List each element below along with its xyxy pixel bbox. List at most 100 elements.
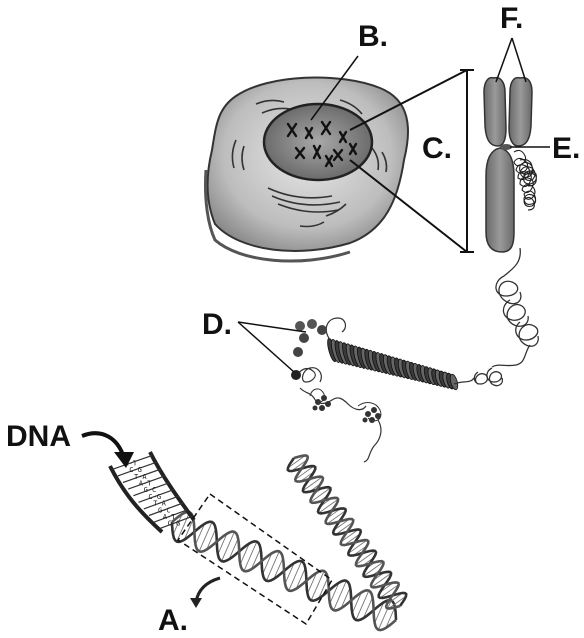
label-dna: DNA (6, 420, 71, 453)
base-pair-rung (133, 482, 171, 497)
helix-rung (195, 523, 205, 545)
zoom-lines (349, 69, 474, 253)
base-pair-rung (117, 461, 157, 477)
helix-rung (239, 543, 250, 565)
helix-rung (288, 561, 303, 591)
helix-rung (251, 548, 261, 570)
base-pair-rung (127, 475, 166, 490)
solenoid-fiber (325, 317, 475, 391)
helix-rung (377, 600, 392, 630)
helix-rung (363, 597, 373, 619)
nucleosomes (291, 319, 382, 463)
helix-rung (172, 513, 183, 535)
label-a-arrowhead (190, 598, 202, 608)
base-pair-label: G-C (158, 506, 171, 514)
nucleosome-bead (307, 319, 317, 329)
helix-rung (307, 572, 317, 594)
base-pair-rung (148, 502, 184, 517)
helix-rung (386, 592, 403, 605)
base-pair-label: A-T (139, 479, 152, 487)
base-pair-label: T-A (153, 500, 166, 508)
nucleosome-cluster (312, 395, 381, 423)
cell (204, 76, 410, 263)
helix-rung (329, 582, 340, 604)
label-a: A. (158, 604, 188, 637)
helix-rung (310, 570, 325, 601)
helix-rung (351, 592, 362, 614)
helix-rung (333, 580, 347, 611)
helix-rung (302, 476, 323, 492)
nucleosome-bead (299, 333, 309, 343)
helix-rung (340, 587, 351, 609)
helix-strand (293, 454, 401, 610)
base-pair-rung (138, 488, 175, 503)
base-pair-label: G-C (144, 486, 157, 494)
helix-rung (363, 561, 384, 577)
helix-rung (379, 584, 399, 599)
nucleus-chromosomes (286, 120, 358, 168)
label-d: D. (202, 308, 232, 341)
helix-rung (287, 455, 306, 469)
helix-rung (348, 539, 368, 554)
helix-rung (228, 538, 239, 560)
helix-rung (388, 595, 407, 609)
base-pair-label: C-G (168, 520, 181, 528)
helix-rung (217, 533, 228, 555)
base-pair-rung (143, 495, 179, 510)
solenoid-tail (453, 377, 475, 385)
chromatin-coils (513, 149, 537, 211)
label-f-pointers (495, 37, 527, 83)
helix-rung (265, 551, 280, 581)
base-pair-label: T-A (134, 473, 147, 481)
dna-helix (170, 510, 398, 632)
helix-rung (273, 558, 284, 580)
helix-rung (333, 518, 350, 531)
helix-rung (198, 521, 213, 552)
nucleosome-bead (317, 325, 327, 335)
helix-rung (371, 572, 392, 588)
helix-rung (355, 550, 376, 566)
helix-rung (262, 553, 273, 575)
helix-rung (326, 510, 346, 525)
label-b-pointer (310, 55, 359, 121)
dna-label-arrowhead (114, 452, 134, 468)
helix-rung (183, 518, 194, 540)
base-pair-label: A-T (124, 459, 137, 467)
helix-rung (374, 602, 385, 624)
nucleus (262, 102, 374, 182)
chromatin-fiber (473, 247, 539, 387)
helix-rung (243, 541, 258, 572)
base-pair-rung (122, 468, 162, 484)
base-pair-label: C-G (148, 493, 161, 501)
helix-rung (295, 567, 306, 589)
base-pair-rung (153, 509, 188, 523)
helix-rung (291, 459, 308, 472)
label-b: B. (358, 20, 388, 53)
label-c: C. (422, 132, 452, 165)
dna-helix-right (286, 454, 408, 610)
dna-ladder: A-TC-GT-AA-TG-CC-GT-AG-CA-TC-G (108, 451, 196, 534)
helix-rung (335, 521, 354, 535)
nucleosome-bead (293, 347, 303, 357)
endoplasmic-reticulum (231, 99, 388, 228)
base-pair-label: C-G (129, 466, 142, 474)
helix-rung (340, 529, 359, 543)
chromosome (483, 76, 537, 253)
helix-rung (355, 590, 370, 621)
base-pair-label: A-T (163, 513, 176, 521)
label-f: F. (500, 2, 523, 35)
base-pair-rung (159, 516, 193, 530)
solenoid-curl (325, 317, 347, 341)
solenoid-coil (449, 373, 459, 391)
selection-box (176, 492, 333, 626)
label-d-pointers (237, 321, 307, 373)
base-pair-rung (112, 454, 153, 470)
helix-rung (221, 531, 235, 562)
helix-strand (171, 510, 397, 632)
centromere (500, 144, 512, 150)
helix-rung (318, 577, 329, 599)
helix-rung (176, 512, 191, 542)
helix-rung (295, 465, 315, 480)
helix-rung (310, 487, 331, 503)
